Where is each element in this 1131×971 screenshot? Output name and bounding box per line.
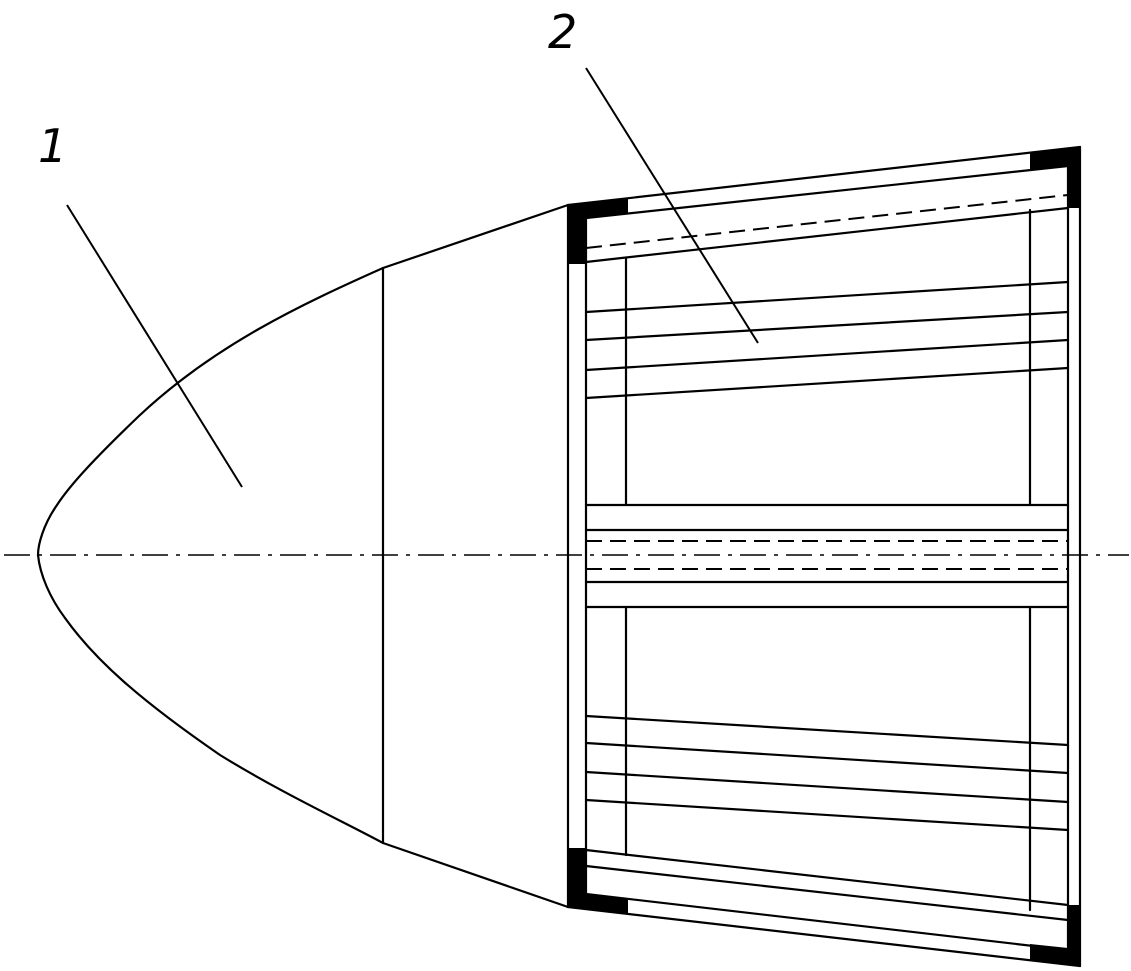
upper-fin-edge-1	[584, 280, 1070, 314]
bottom-skin-upper	[584, 848, 1070, 907]
top-skin-outer	[566, 145, 1082, 207]
top-hidden-line	[585, 194, 1069, 249]
callout-1-leader	[66, 204, 243, 488]
upper-fin-edge-3	[584, 338, 1070, 372]
upper-fin-edge-2	[584, 310, 1070, 342]
lower-fin-edge-2	[584, 741, 1070, 775]
lower-fin-edge-3	[584, 770, 1070, 804]
top-skin-lower	[584, 206, 1070, 264]
callout-1-label: 1	[38, 119, 67, 173]
top-skin-inner	[584, 164, 1070, 220]
weld-front-bottom	[568, 848, 628, 914]
bottom-skin-inner	[584, 892, 1070, 952]
weld-rear-bottom	[1030, 905, 1080, 966]
nose-cone	[36, 203, 570, 909]
nose-cone-outline-top	[36, 203, 570, 557]
weld-front-top	[568, 198, 628, 264]
bottom-skin-outer	[566, 905, 1082, 968]
lower-fin-edge-1	[584, 714, 1070, 747]
upper-fin-edge-4	[584, 366, 1070, 400]
weld-rear-top	[1030, 147, 1080, 208]
callout-2-leader	[585, 67, 759, 344]
bottom-skin-middle	[584, 864, 1070, 922]
lower-fin-edge-4	[584, 798, 1070, 832]
finned-section	[566, 145, 1082, 968]
nose-cone-outline-bottom	[36, 553, 570, 909]
callout-2-label: 2	[548, 5, 577, 59]
